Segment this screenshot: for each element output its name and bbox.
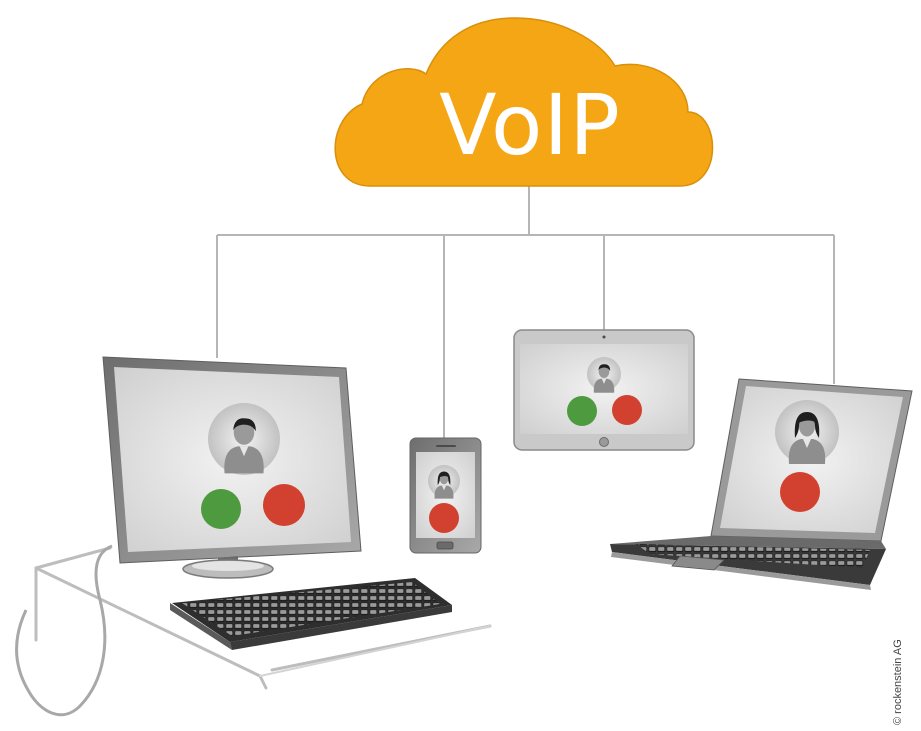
keyboard-icon bbox=[170, 578, 452, 650]
cloud-icon bbox=[334, 17, 714, 187]
decline-call-icon[interactable] bbox=[612, 395, 642, 425]
decline-call-icon[interactable] bbox=[780, 472, 820, 512]
decline-call-icon[interactable] bbox=[263, 484, 305, 526]
decline-call-icon[interactable] bbox=[429, 503, 459, 533]
smartphone-icon bbox=[409, 437, 482, 554]
desktop-monitor-icon bbox=[102, 356, 362, 579]
accept-call-icon[interactable] bbox=[567, 396, 597, 426]
connector-lines bbox=[216, 186, 835, 438]
laptop-icon bbox=[610, 378, 913, 590]
tablet-icon bbox=[513, 329, 695, 451]
monitor-cable bbox=[15, 544, 113, 717]
accept-call-icon[interactable] bbox=[201, 489, 241, 529]
copyright-text: © rockenstein AG bbox=[892, 639, 904, 725]
cloud-label: VoIP bbox=[439, 76, 621, 174]
